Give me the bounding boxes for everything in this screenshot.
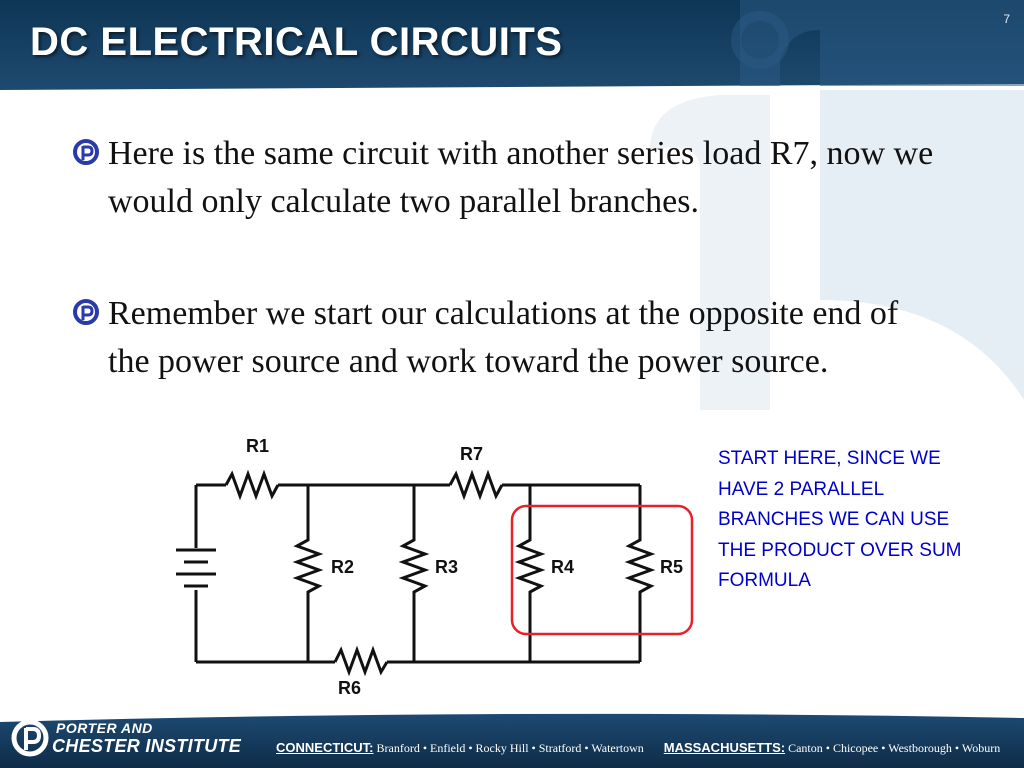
r1-resistor: [224, 469, 280, 501]
slide-title: DC ELECTRICAL CIRCUITS: [30, 20, 563, 64]
porter-chester-bullet-icon: [72, 138, 100, 166]
note-line: BRANCHES WE CAN USE: [718, 509, 950, 530]
note-line: THE PRODUCT OVER SUM: [718, 539, 962, 561]
bullet-item: Here is the same circuit with another se…: [72, 130, 972, 226]
footer-band: [0, 713, 1024, 768]
bullet-text: Remember we start our calculations at th…: [108, 295, 899, 380]
note-line: START HERE, SINCE WE: [718, 448, 941, 469]
bullet-text: Here is the same circuit with another se…: [108, 135, 934, 220]
page-number: 7: [1003, 12, 1010, 26]
campus-locations: CONNECTICUT: Branford • Enfield • Rocky …: [276, 740, 1000, 756]
ma-towns: Canton • Chicopee • Westborough • Woburn: [788, 741, 1001, 755]
ct-towns: Branford • Enfield • Rocky Hill • Stratf…: [376, 741, 644, 755]
r3-branch: [398, 485, 430, 662]
porter-chester-bullet-icon: [72, 298, 100, 326]
battery-symbol: [176, 548, 216, 588]
r5-label: R5: [660, 557, 683, 577]
parallel-highlight-box: [510, 504, 694, 636]
r2-label: R2: [331, 557, 354, 577]
r7-resistor: [448, 469, 504, 501]
org-name-line1: PORTER AND: [56, 720, 153, 736]
porter-chester-logo: [11, 719, 49, 757]
header-logo-watermark: [740, 0, 1024, 86]
start-here-note: START HERE, SINCE WE HAVE 2 PARALLEL BRA…: [718, 444, 1008, 597]
bullet-item: Remember we start our calculations at th…: [72, 290, 972, 386]
r7-label: R7: [460, 444, 483, 464]
r1-label: R1: [246, 436, 269, 456]
r6-label: R6: [338, 678, 361, 698]
note-line: FORMULA: [718, 570, 811, 591]
r3-label: R3: [435, 557, 458, 577]
r5-branch: [624, 485, 656, 662]
note-line: HAVE 2 PARALLEL: [718, 478, 885, 500]
r6-resistor: [333, 645, 389, 677]
watermark-logo-stem: [650, 95, 770, 410]
r4-branch: [514, 485, 546, 662]
org-name-line2: CHESTER INSTITUTE: [52, 736, 242, 756]
header-band: [0, 0, 1024, 90]
watermark-logo-shape: [740, 90, 1024, 400]
r4-label: R4: [551, 557, 574, 577]
r2-branch: [292, 485, 324, 662]
state-label-ma: MASSACHUSETTS:: [663, 740, 786, 755]
state-label-ct: CONNECTICUT:: [276, 740, 374, 755]
